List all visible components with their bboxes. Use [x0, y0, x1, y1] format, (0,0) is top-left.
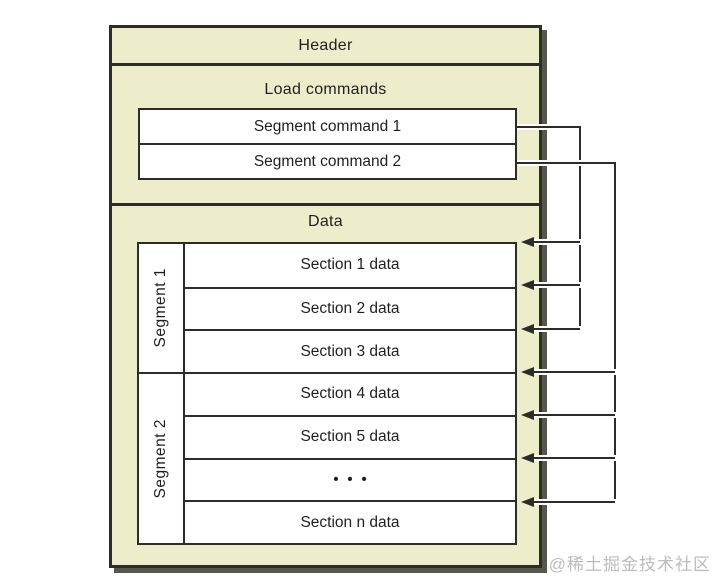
segment-2-label-cell: Segment 2 [139, 372, 185, 543]
segment-command-stack: Segment command 1 Segment command 2 [138, 108, 517, 180]
section-n-data-row: Section n data [185, 500, 515, 543]
segment-1-label-cell: Segment 1 [139, 244, 185, 373]
segment-command-2-box: Segment command 2 [140, 143, 515, 178]
header-divider [112, 63, 539, 66]
section-2-data-row: Section 2 data [185, 286, 515, 330]
section-4-data-row: Section 4 data [185, 372, 515, 415]
load-commands-label: Load commands [264, 81, 387, 98]
section-3-data-row: Section 3 data [185, 329, 515, 373]
load-commands-divider [112, 203, 539, 206]
file-outline-box: Header Load commands Segment command 1 S… [109, 25, 542, 568]
section-5-data-row: Section 5 data [185, 414, 515, 458]
section-ellipsis-row: • • • [185, 457, 515, 501]
segment-2-label: Segment 2 [152, 418, 169, 499]
segment-1-label: Segment 1 [152, 268, 169, 348]
segment-command-1-box: Segment command 1 [140, 110, 515, 143]
data-table: Segment 1 Segment 2 Section 1 data Secti… [137, 242, 517, 545]
header-label: Header [298, 36, 353, 54]
data-label: Data [308, 213, 343, 230]
section-1-data-row: Section 1 data [185, 244, 515, 287]
watermark: @稀土掘金技术社区 [548, 555, 711, 574]
